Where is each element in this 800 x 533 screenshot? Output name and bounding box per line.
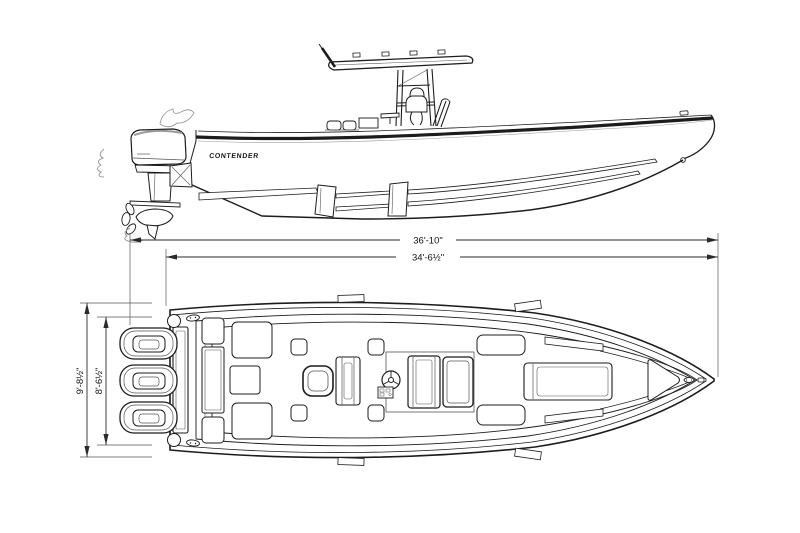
beam-hull-label: 8'-6½" bbox=[94, 368, 105, 395]
deck-hatch bbox=[367, 404, 385, 422]
top-plan-view bbox=[119, 294, 715, 466]
dimension-beam-overall: 9'-8½" bbox=[75, 303, 90, 457]
gunwale-rod-holder bbox=[514, 299, 542, 313]
engine-cowl-top bbox=[119, 401, 178, 434]
aft-seat-box bbox=[231, 321, 273, 359]
beam-overall-label: 9'-8½" bbox=[75, 368, 86, 395]
aft-center-hatch bbox=[229, 365, 261, 395]
dimension-hull-length: 34'-6½" bbox=[166, 253, 718, 264]
deck-hatch bbox=[290, 404, 308, 422]
hull-length-label: 34'-6½" bbox=[412, 253, 444, 264]
t-top-legs bbox=[395, 68, 437, 127]
dimension-beam-hull: 8'-6½" bbox=[94, 317, 109, 445]
gunwale-rod-holder bbox=[337, 457, 365, 466]
stern-cleat bbox=[186, 439, 200, 447]
t-top-roof bbox=[328, 55, 474, 71]
bow-side-locker bbox=[544, 408, 604, 424]
bow-casting-platform bbox=[523, 362, 613, 401]
console-forward-seat bbox=[442, 356, 474, 408]
water-spray-sketch bbox=[97, 148, 105, 178]
overall-length-label: 36'-10" bbox=[413, 236, 442, 247]
hull-step-2 bbox=[387, 181, 409, 217]
stern-round-hatch bbox=[167, 433, 181, 447]
leaning-post-top bbox=[335, 356, 361, 406]
hull-brand-logo: CONTENDER bbox=[209, 153, 259, 160]
stern-corner-box bbox=[201, 317, 225, 345]
side-profile-view: CONTENDER bbox=[97, 43, 716, 243]
bow-navigation-light bbox=[679, 110, 689, 116]
cooler-box-side bbox=[358, 117, 379, 129]
dimension-overall-length: 36'-10" bbox=[130, 236, 718, 247]
switch-panel bbox=[377, 386, 394, 399]
rod-rack-side bbox=[432, 99, 451, 128]
stern-fittings bbox=[167, 314, 225, 447]
bow-area-top bbox=[523, 336, 705, 424]
forward-fishbox bbox=[476, 334, 526, 356]
spray-sketch-top bbox=[159, 108, 195, 128]
gunwale-rod-holder bbox=[514, 447, 542, 461]
gearcase-torpedo bbox=[135, 208, 174, 227]
bow-cleat bbox=[683, 377, 705, 383]
hull-side-profile: CONTENDER bbox=[188, 110, 716, 220]
cockpit-deck-hatches bbox=[229, 321, 526, 440]
outboard-engine-side bbox=[97, 108, 195, 243]
deck-hatch bbox=[290, 338, 308, 356]
stern-cleat bbox=[186, 314, 200, 322]
center-console-top bbox=[302, 351, 475, 413]
dimension-annotations: 36'-10" 34'-6½" 9'-8½" 8'-6½" bbox=[75, 233, 719, 458]
forward-fishbox bbox=[476, 404, 526, 426]
stern-corner-box bbox=[201, 416, 225, 444]
engine-cowl-side bbox=[130, 128, 187, 166]
anchor-locker-hatch bbox=[647, 359, 680, 401]
bow-side-locker bbox=[544, 336, 604, 352]
aft-bench-seat bbox=[326, 120, 342, 131]
cooler-seat-top bbox=[302, 365, 334, 397]
engine-cowl-top bbox=[119, 327, 178, 360]
engine-cowl-top bbox=[119, 364, 178, 397]
hull-step-1 bbox=[314, 184, 337, 218]
deck-hatch bbox=[367, 338, 385, 356]
spray-sketch-prop bbox=[124, 227, 144, 243]
steering-wheel bbox=[381, 370, 401, 390]
stern-round-hatch bbox=[167, 314, 181, 328]
transom-door bbox=[201, 346, 225, 414]
engines-top bbox=[119, 326, 189, 434]
propeller bbox=[121, 202, 137, 235]
vhf-antenna bbox=[320, 47, 337, 68]
skeg bbox=[146, 224, 159, 240]
helm-seat bbox=[405, 95, 428, 113]
aft-seat-box bbox=[231, 402, 273, 440]
gunwale-rod-holder bbox=[337, 294, 365, 303]
t-top bbox=[318, 43, 474, 127]
center-console-side bbox=[325, 87, 451, 131]
